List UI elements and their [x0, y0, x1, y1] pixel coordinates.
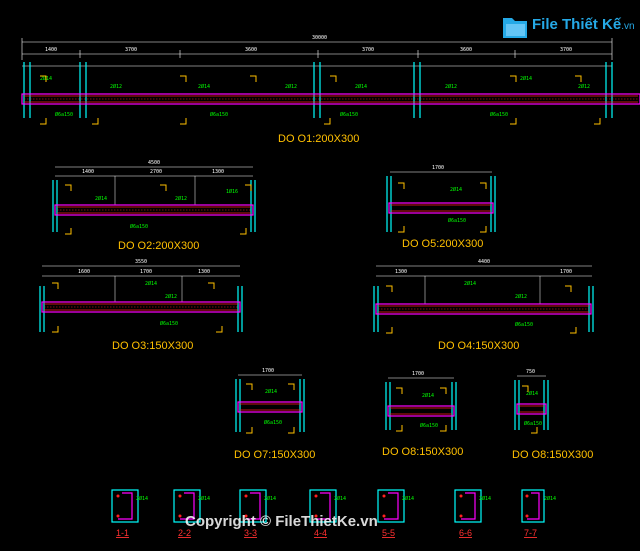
beam-d1: 30000 1400 3700 3600 3700 3600 3700 — [21, 35, 640, 145]
beam-d3-title: DO O3:150X300 — [112, 340, 193, 352]
section-2-note: 2Ø14 — [198, 495, 210, 502]
section-3-label: 3-3 — [244, 528, 257, 538]
beam-d5: 1700 2Ø14 Ø6a150 DO O5:200X300 — [386, 165, 496, 250]
section-6-note: 2Ø14 — [479, 495, 491, 502]
beam-d4-note-3: Ø6a150 — [515, 321, 533, 328]
beam-d5-note-2: Ø6a150 — [448, 217, 466, 224]
beam-d7-total-dim: 1700 — [262, 368, 274, 374]
beam-d4-span-2: 1700 — [560, 269, 572, 275]
beam-d7: 1700 2Ø14 Ø6a150 DO O7:150X300 — [234, 368, 315, 461]
beam-d1-span-1: 1400 — [45, 47, 57, 53]
beam-d2-span-2: 2700 — [150, 169, 162, 175]
section-1-label: 1-1 — [116, 528, 129, 538]
beam-d2-note-3: 1Ø16 — [226, 188, 238, 195]
section-5-note: 2Ø14 — [402, 495, 414, 502]
beam-d8a-total-dim: 1700 — [412, 371, 424, 377]
beam-d5-note-1: 2Ø14 — [450, 186, 462, 193]
beam-d1-note-9: Ø6a150 — [55, 111, 73, 118]
section-5: 2Ø14 5-5 — [377, 489, 414, 538]
beam-d3: 3550 1600 1700 1300 2Ø14 2Ø12 Ø6a150 DO … — [39, 259, 243, 352]
beam-d1-note-6: 2Ø12 — [445, 83, 457, 90]
beam-d8b: 750 2Ø14 Ø6a150 DO O8:150X300 — [512, 369, 593, 461]
beam-d7-note-2: Ø6a150 — [264, 419, 282, 426]
beam-d2-note-2: 2Ø12 — [175, 195, 187, 202]
beam-d2: 4500 1400 2700 1300 2Ø14 2Ø12 1Ø16 Ø6a15… — [52, 160, 256, 252]
beam-d7-note-1: 2Ø14 — [265, 388, 277, 395]
beam-d4-note-2: 2Ø12 — [515, 293, 527, 300]
copyright-watermark: Copyright © FileThietKe.vn — [185, 513, 378, 530]
beam-d3-note-2: 2Ø12 — [165, 293, 177, 300]
beam-d1-note-12: Ø6a150 — [490, 111, 508, 118]
logo-wordmark: File Thiết Kế.vn — [532, 16, 635, 33]
section-7-note: 2Ø14 — [544, 495, 556, 502]
beam-d1-span-2: 3700 — [125, 47, 137, 53]
beam-d1-note-4: 2Ø12 — [285, 83, 297, 90]
beam-d3-note-3: Ø6a150 — [160, 320, 178, 327]
beam-d8b-note-1: 2Ø14 — [526, 390, 538, 397]
beam-d1-total-dim: 30000 — [312, 35, 327, 41]
beam-d2-span-1: 1400 — [82, 169, 94, 175]
beam-d4-span-1: 1300 — [395, 269, 407, 275]
section-1: 2Ø14 1-1 — [111, 489, 148, 538]
section-1-note: 2Ø14 — [136, 495, 148, 502]
section-5-label: 5-5 — [382, 528, 395, 538]
beam-d1-note-8: 2Ø12 — [578, 83, 590, 90]
beam-d8a: 1700 2Ø14 Ø6a150 DO O8:150X300 — [382, 371, 463, 458]
section-6: 2Ø14 6-6 — [454, 489, 491, 538]
beam-d2-title: DO O2:200X300 — [118, 240, 199, 252]
beam-d3-total-dim: 3550 — [135, 259, 147, 265]
beam-d5-total-dim: 1700 — [432, 165, 444, 171]
beam-d3-span-1: 1600 — [78, 269, 90, 275]
section-7-label: 7-7 — [524, 528, 537, 538]
beam-d1-note-2: 2Ø12 — [110, 83, 122, 90]
beam-d3-span-2: 1700 — [140, 269, 152, 275]
beam-d1-span-6: 3700 — [560, 47, 572, 53]
section-4-label: 4-4 — [314, 528, 327, 538]
beam-d8b-total-dim: 750 — [526, 369, 535, 375]
section-2: 2Ø14 2-2 — [173, 489, 210, 538]
section-4: 2Ø14 4-4 — [309, 489, 346, 538]
logo-main-text: File Thiết Kế — [532, 16, 622, 33]
folder-icon — [503, 18, 527, 38]
beam-d8a-note-2: Ø6a150 — [420, 422, 438, 429]
beam-d2-total-dim: 4500 — [148, 160, 160, 166]
beam-d4-title: DO O4:150X300 — [438, 340, 519, 352]
beam-d1-note-5: 2Ø14 — [355, 83, 367, 90]
beam-d2-note-4: Ø6a150 — [130, 223, 148, 230]
beam-d4-total-dim: 4400 — [478, 259, 490, 265]
beam-d8b-title: DO O8:150X300 — [512, 449, 593, 461]
logo-suffix-text: .vn — [621, 21, 635, 32]
beam-d2-span-3: 1300 — [212, 169, 224, 175]
beam-d3-span-3: 1300 — [198, 269, 210, 275]
beam-d8a-title: DO O8:150X300 — [382, 446, 463, 458]
section-7: 2Ø14 7-7 — [521, 489, 556, 538]
beam-d8b-note-2: Ø6a150 — [524, 420, 542, 427]
beam-d1-title: DO O1:200X300 — [278, 133, 359, 145]
beam-d1-span-3: 3600 — [245, 47, 257, 53]
beam-d7-title: DO O7:150X300 — [234, 449, 315, 461]
beam-d8a-note-1: 2Ø14 — [422, 392, 434, 399]
beam-d1-span-5: 3600 — [460, 47, 472, 53]
beam-d1-note-10: Ø6a150 — [210, 111, 228, 118]
file-thiet-ke-logo — [503, 18, 527, 38]
beam-d1-note-7: 2Ø14 — [520, 75, 532, 82]
beam-d2-note-1: 2Ø14 — [95, 195, 107, 202]
section-3: 2Ø14 3-3 — [239, 489, 276, 538]
section-2-label: 2-2 — [178, 528, 191, 538]
section-3-note: 2Ø14 — [264, 495, 276, 502]
beam-d4: 4400 1300 1700 2Ø14 2Ø12 Ø6a150 DO O4:15… — [373, 259, 594, 352]
beam-d1-note-11: Ø6a150 — [340, 111, 358, 118]
section-6-label: 6-6 — [459, 528, 472, 538]
beam-d1-note-3: 2Ø14 — [198, 83, 210, 90]
section-4-note: 2Ø14 — [334, 495, 346, 502]
beam-d4-note-1: 2Ø14 — [464, 280, 476, 287]
beam-d3-note-1: 2Ø14 — [145, 280, 157, 287]
beam-d5-title: DO O5:200X300 — [402, 238, 483, 250]
beam-d1-span-4: 3700 — [362, 47, 374, 53]
